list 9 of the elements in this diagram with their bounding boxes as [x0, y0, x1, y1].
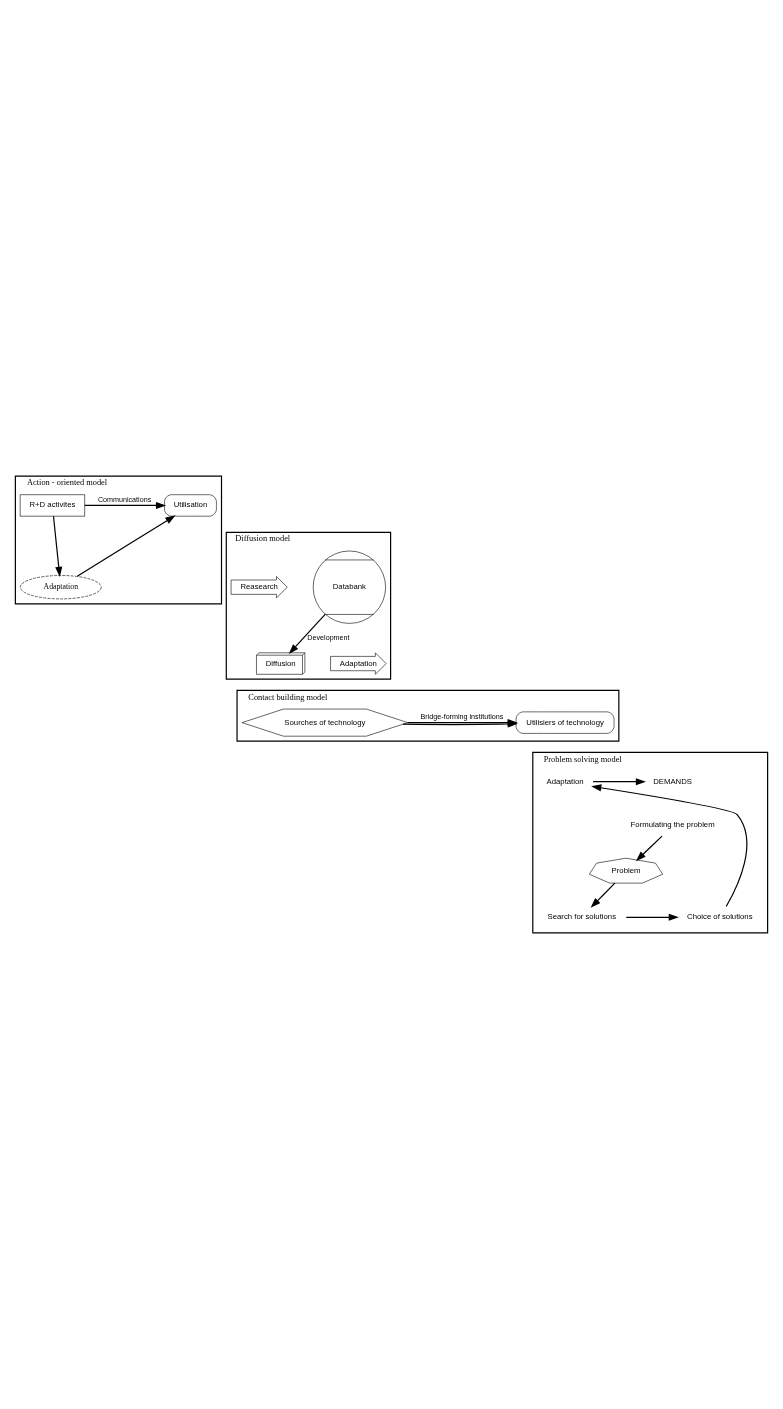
arrow: [288, 613, 326, 655]
arrow: [635, 835, 663, 862]
arrow: [591, 784, 748, 908]
arrow: [625, 913, 679, 921]
arrow: [592, 778, 646, 786]
arrow: [84, 501, 167, 509]
arrow: [76, 515, 176, 577]
arrow: [52, 515, 63, 577]
arrow: [590, 882, 616, 908]
